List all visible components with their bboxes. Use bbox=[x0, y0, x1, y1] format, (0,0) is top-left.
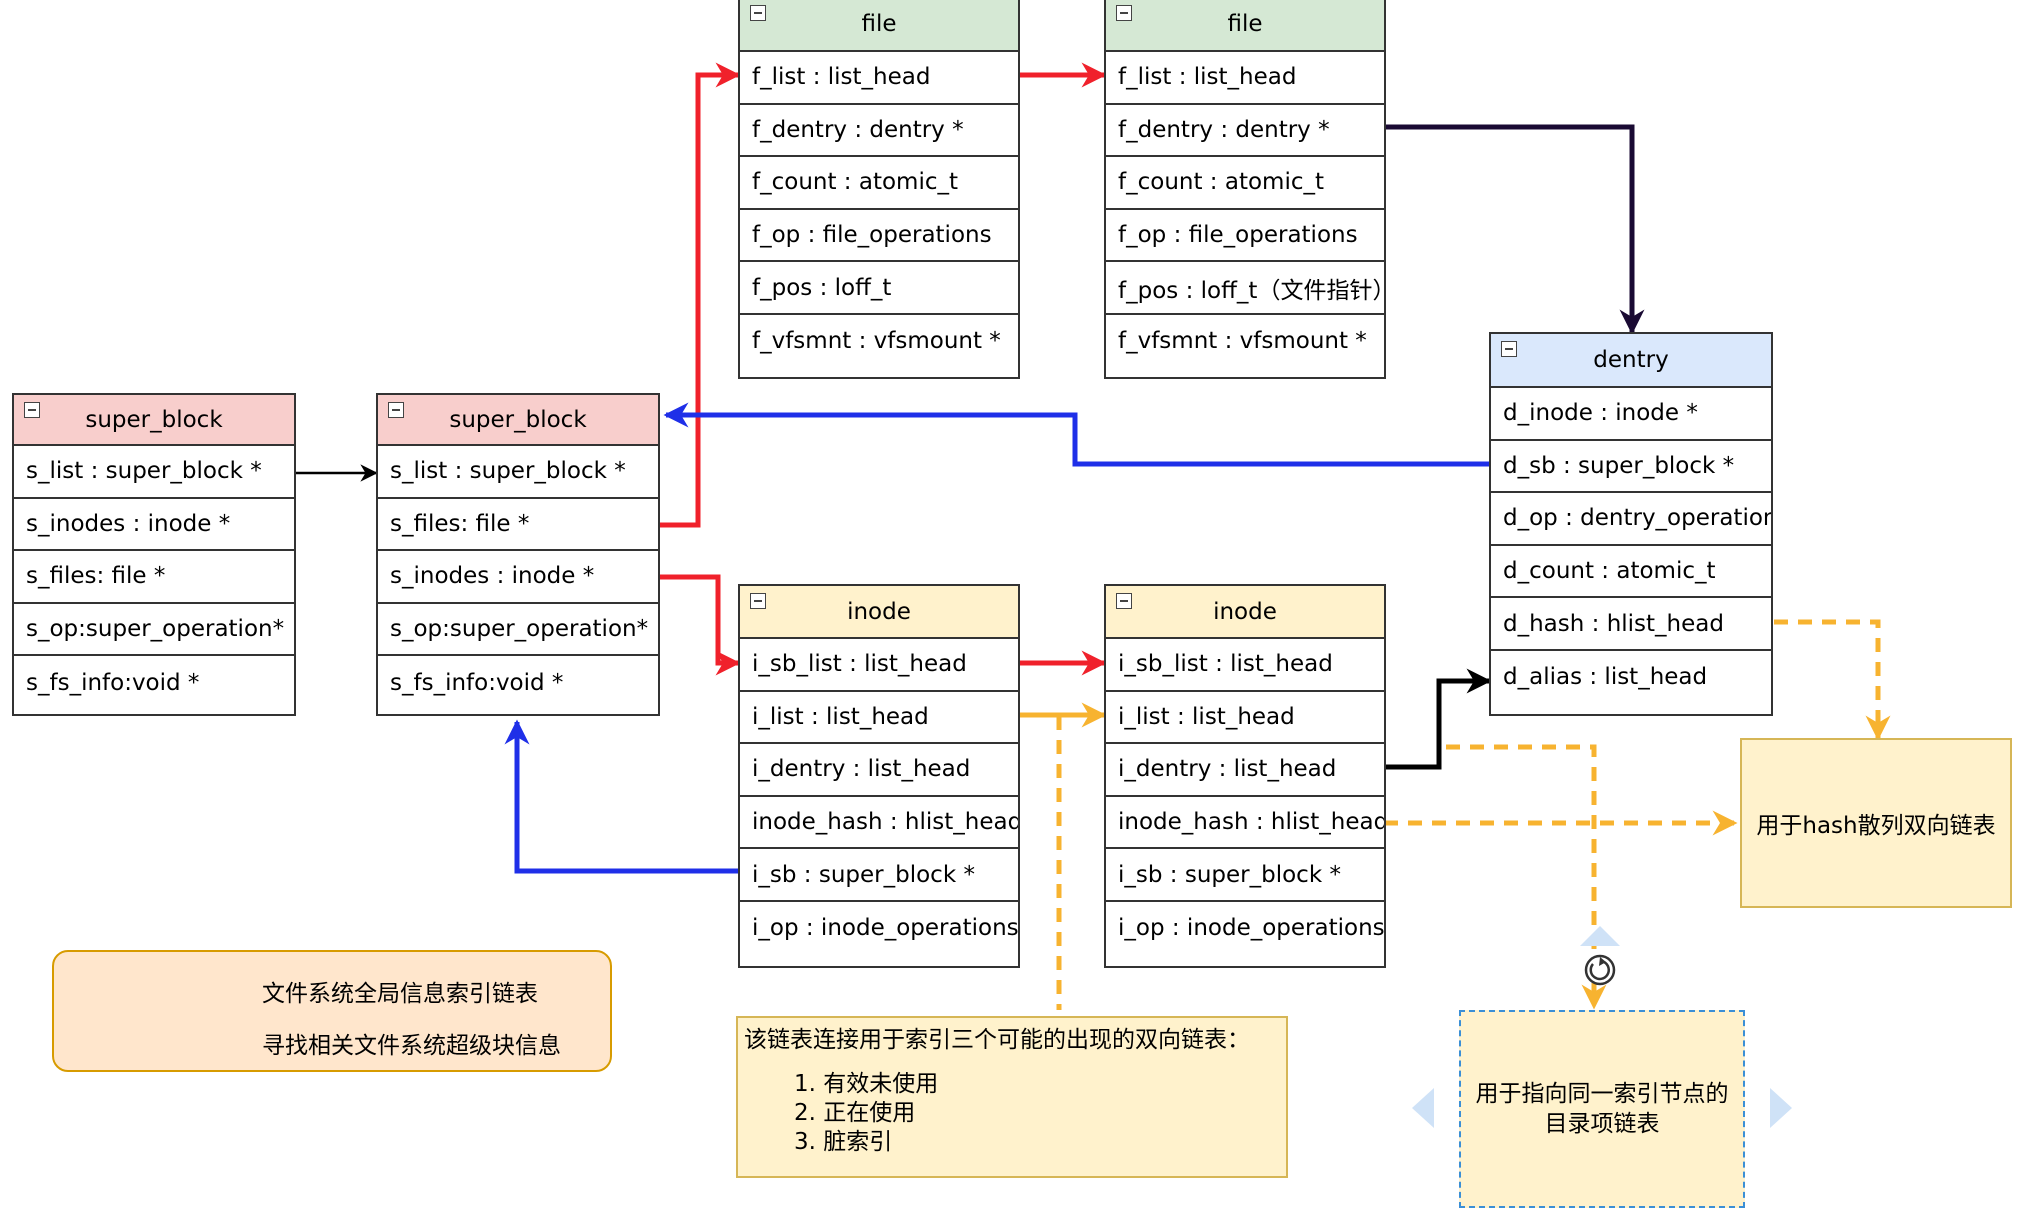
field-row: d_op : dentry_operations bbox=[1491, 493, 1771, 546]
connector-sinodes-to-inode1 bbox=[660, 574, 741, 676]
field-row: s_list : super_block * bbox=[14, 446, 294, 499]
field-row: i_dentry : list_head bbox=[740, 744, 1018, 797]
field-row: d_count : atomic_t bbox=[1491, 546, 1771, 599]
field-row: f_pos : loff_t（文件指针） bbox=[1106, 262, 1384, 315]
field-row: f_vfsmnt : vfsmount * bbox=[752, 328, 1001, 355]
field-row: f_list : list_head bbox=[740, 52, 1018, 105]
field-row: i_list : list_head bbox=[1106, 692, 1384, 745]
class-title: super_block bbox=[85, 406, 223, 433]
class-inode-2[interactable]: inode i_sb_list : list_head i_list : lis… bbox=[1104, 584, 1386, 968]
field-row: i_list : list_head bbox=[740, 692, 1018, 745]
connect-arrow-left-icon[interactable] bbox=[1412, 1088, 1434, 1128]
field-row: s_fs_info:void * bbox=[390, 669, 564, 696]
class-header: super_block bbox=[378, 395, 658, 446]
legend-blue-label: 寻找相关文件系统超级块信息 bbox=[262, 1033, 561, 1059]
class-header: file bbox=[1106, 0, 1384, 52]
field-row: i_op : inode_operations bbox=[1118, 915, 1384, 942]
field-row: s_fs_info:void * bbox=[26, 669, 200, 696]
legend: 文件系统全局信息索引链表 寻找相关文件系统超级块信息 bbox=[52, 950, 612, 1072]
class-title: dentry bbox=[1593, 347, 1669, 373]
field-row: s_op:super_operation* bbox=[14, 604, 294, 657]
class-file-1[interactable]: file f_list : list_head f_dentry : dentr… bbox=[738, 0, 1020, 379]
class-title: inode bbox=[1213, 598, 1277, 625]
field-row: i_dentry : list_head bbox=[1106, 744, 1384, 797]
connector-identry-to-dalias bbox=[1384, 668, 1492, 770]
class-title: file bbox=[861, 11, 897, 37]
field-row: s_op:super_operation* bbox=[378, 604, 658, 657]
field-row: s_files: file * bbox=[378, 499, 658, 552]
rotate-handle-icon[interactable] bbox=[1584, 954, 1616, 986]
connector-dsb-to-sb2 bbox=[663, 402, 1489, 467]
field-row: s_inodes : inode * bbox=[14, 499, 294, 552]
collapse-icon[interactable] bbox=[1501, 341, 1517, 357]
connector-isb-to-sb2 bbox=[504, 719, 738, 874]
field-row: f_count : atomic_t bbox=[1106, 157, 1384, 210]
class-file-2[interactable]: file f_list : list_head f_dentry : dentr… bbox=[1104, 0, 1386, 379]
field-row: i_sb_list : list_head bbox=[1106, 639, 1384, 692]
class-super-block-2[interactable]: super_block s_list : super_block * s_fil… bbox=[376, 393, 660, 716]
field-row: d_hash : hlist_head bbox=[1491, 598, 1771, 651]
collapse-icon[interactable] bbox=[750, 5, 766, 21]
field-row: f_dentry : dentry * bbox=[740, 105, 1018, 158]
legend-red-label: 文件系统全局信息索引链表 bbox=[262, 981, 538, 1007]
class-header: super_block bbox=[14, 395, 294, 446]
collapse-icon[interactable] bbox=[750, 593, 766, 609]
field-row: f_op : file_operations bbox=[1106, 210, 1384, 263]
class-header: dentry bbox=[1491, 334, 1771, 388]
connector-fdentry-to-dentry bbox=[1384, 124, 1645, 335]
field-row: d_inode : inode * bbox=[1491, 388, 1771, 441]
connector-to-alias-note bbox=[1446, 744, 1607, 1010]
collapse-icon[interactable] bbox=[1116, 593, 1132, 609]
class-header: file bbox=[740, 0, 1018, 52]
connect-arrow-right-icon[interactable] bbox=[1770, 1088, 1792, 1128]
field-row: i_sb : super_block * bbox=[1106, 849, 1384, 902]
field-row: f_dentry : dentry * bbox=[1106, 105, 1384, 158]
field-row: i_op : inode_operations bbox=[752, 915, 1018, 942]
note-title: 该链表连接用于索引三个可能的出现的双向链表： bbox=[744, 1027, 1250, 1053]
note-text: 用于指向同一索引节点的目录项链表 bbox=[1475, 1081, 1729, 1137]
field-row: inode_hash : hlist_head bbox=[740, 797, 1018, 850]
field-row: s_inodes : inode * bbox=[378, 551, 658, 604]
class-super-block-1[interactable]: super_block s_list : super_block * s_ino… bbox=[12, 393, 296, 716]
field-row: f_vfsmnt : vfsmount * bbox=[1118, 328, 1367, 355]
field-row: s_files: file * bbox=[14, 551, 294, 604]
field-row: i_sb_list : list_head bbox=[740, 639, 1018, 692]
note-list-item: 1. 有效未使用 bbox=[794, 1071, 939, 1097]
field-row: d_alias : list_head bbox=[1503, 664, 1708, 691]
class-title: inode bbox=[847, 598, 911, 625]
note-list-item: 3. 脏索引 bbox=[794, 1129, 893, 1155]
connector-sfiles-to-file1 bbox=[660, 62, 741, 528]
note-inode-lists[interactable]: 该链表连接用于索引三个可能的出现的双向链表： 1. 有效未使用 2. 正在使用 … bbox=[736, 1016, 1288, 1178]
class-title: super_block bbox=[449, 406, 587, 433]
field-row: i_sb : super_block * bbox=[740, 849, 1018, 902]
note-text: 用于hash散列双向链表 bbox=[1756, 813, 1996, 839]
note-hash-list[interactable]: 用于hash散列双向链表 bbox=[1740, 738, 2012, 908]
field-row: d_sb : super_block * bbox=[1491, 441, 1771, 494]
field-row: inode_hash : hlist_head bbox=[1106, 797, 1384, 850]
note-list-item: 2. 正在使用 bbox=[794, 1100, 916, 1126]
note-list: 1. 有效未使用 2. 正在使用 3. 脏索引 bbox=[744, 1070, 1286, 1157]
field-row: f_pos : loff_t bbox=[740, 262, 1018, 315]
collapse-icon[interactable] bbox=[24, 402, 40, 418]
field-row: f_list : list_head bbox=[1106, 52, 1384, 105]
field-row: f_op : file_operations bbox=[740, 210, 1018, 263]
field-row: s_list : super_block * bbox=[378, 446, 658, 499]
class-title: file bbox=[1227, 11, 1263, 37]
connect-arrow-up-icon[interactable] bbox=[1580, 926, 1620, 946]
collapse-icon[interactable] bbox=[1116, 5, 1132, 21]
class-header: inode bbox=[740, 586, 1018, 639]
class-dentry[interactable]: dentry d_inode : inode * d_sb : super_bl… bbox=[1489, 332, 1773, 716]
field-row: f_count : atomic_t bbox=[740, 157, 1018, 210]
note-dentry-alias[interactable]: 用于指向同一索引节点的目录项链表 bbox=[1459, 1010, 1745, 1208]
class-inode-1[interactable]: inode i_sb_list : list_head i_list : lis… bbox=[738, 584, 1020, 968]
class-header: inode bbox=[1106, 586, 1384, 639]
connector-dhash-to-hash-note bbox=[1774, 619, 1891, 741]
collapse-icon[interactable] bbox=[388, 402, 404, 418]
